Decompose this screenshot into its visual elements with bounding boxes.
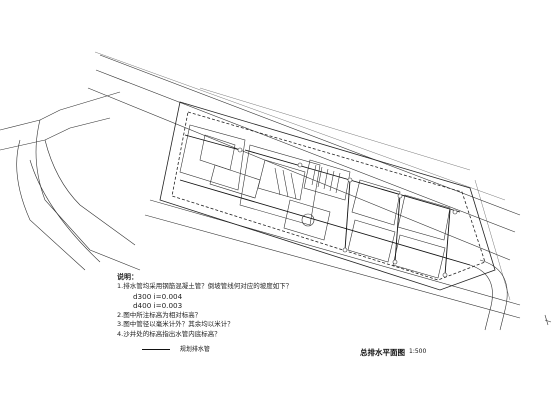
legend-line-icon [142,349,170,350]
drain-pipes [179,134,471,276]
note-line: 4.沙井处的标高指出水管内底标高？ [117,329,221,338]
building-center [239,144,331,241]
road-right [469,259,508,331]
legend-label: 规划排水管 [179,346,210,353]
dimension-lines [94,51,511,301]
note-line: d400 i=0.003 [133,301,183,310]
notes-block: 说明： 1.排水管均采用钢筋混凝土管？倒坡管线何对应的坡度如下？ d300 i=… [117,272,317,339]
note-line: 2.图中所注标高为相对标高？ [117,310,202,319]
note-line: d300 i=0.004 [133,291,183,301]
note-line: 3.图中管径以毫米计外？其余均以米计？ [117,320,234,328]
site-boundary [159,101,496,291]
drawing-scale: 1:500 [409,348,427,355]
north-mark [544,314,552,326]
manholes [237,147,458,278]
stair-area [303,159,351,201]
notes-heading: 说明： [117,273,138,281]
legend: 规划排水管 [142,344,210,353]
road-left [0,91,141,271]
building-left [179,124,261,199]
note-line: 1.排水管均采用钢筋混凝土管？倒坡管线何对应的坡度如下？ [117,282,293,290]
drawing-title: 总排水平面图 [360,348,405,357]
